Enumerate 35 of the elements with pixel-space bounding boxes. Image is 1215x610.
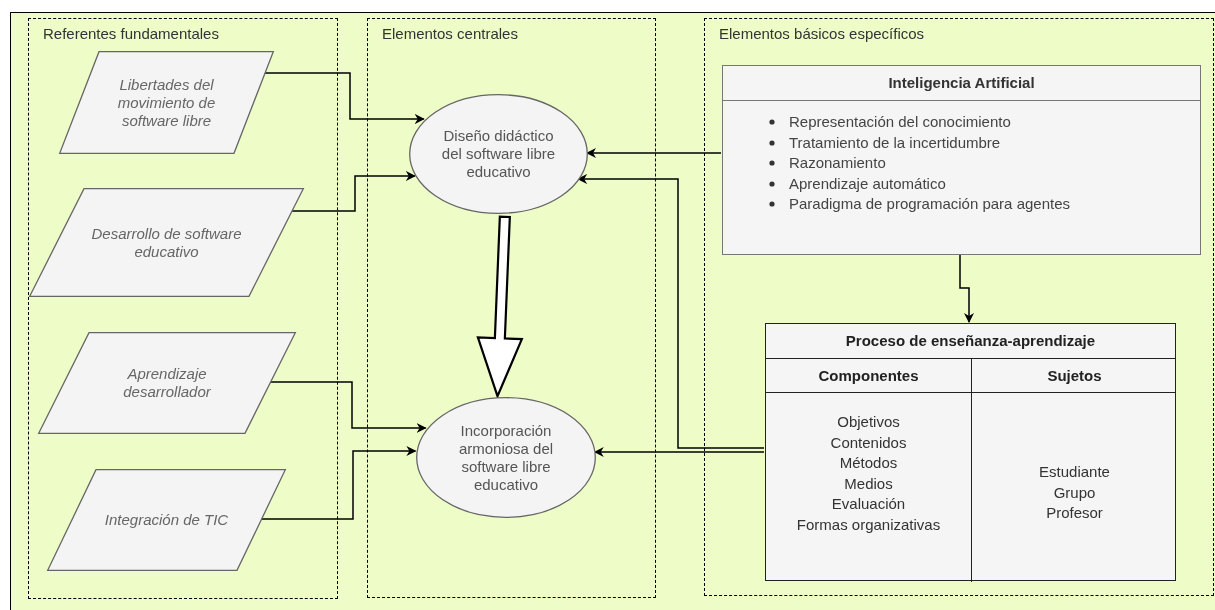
list-card: [722, 65, 1201, 255]
table-title: Proceso de enseñanza-aprendizaje: [766, 324, 1175, 359]
arrow: [959, 253, 974, 323]
dashed-group-frame: [704, 18, 1214, 596]
group-title: Elementos centrales: [382, 25, 518, 42]
bullet-item: Paradigma de programación para agentes: [789, 194, 1070, 214]
table-cell-text: Métodos: [838, 453, 899, 473]
table-frame: [765, 323, 1176, 581]
bullet-item: Aprendizaje automático: [789, 173, 946, 194]
column-header: Componentes: [817, 366, 920, 386]
table-cell-text: Evaluación: [830, 494, 907, 514]
group-title: Elementos básicos específicos: [719, 25, 925, 42]
bullet-item: Tratamiento de la incertidumbre: [789, 132, 1001, 153]
node-label: Desarrollo de software educativo: [90, 224, 243, 261]
node-label: Integración de TIC: [103, 511, 230, 529]
node-label: Libertades del movimiento de software libre: [116, 75, 217, 130]
column-header: Sujetos: [1046, 366, 1103, 386]
dashed-group-frame: [28, 18, 338, 599]
card-header: Inteligencia Artificial: [723, 66, 1200, 101]
table-cell-text: Medios: [843, 473, 894, 494]
block-arrow: [476, 215, 524, 400]
arrow: [586, 148, 722, 158]
table-cell-text: Profesor: [1045, 503, 1104, 523]
node-label: Incorporación armoniosa del software libre educativo: [457, 421, 555, 494]
table-cell-text: Objetivos: [836, 412, 901, 432]
table-cell-text: Contenidos: [829, 432, 908, 453]
dashed-group-frame: [367, 18, 656, 598]
node-label: Diseño didáctico del software libre educativo: [440, 127, 557, 181]
bullet-item: Razonamiento: [789, 153, 886, 173]
bullet-item: Representación del conocimiento: [789, 112, 1011, 132]
table-cell-text: Formas organizativas: [795, 514, 942, 535]
group-title: Referentes fundamentales: [43, 25, 219, 42]
node-label: Aprendizaje desarrollador: [122, 365, 212, 401]
table-cell-text: Grupo: [1052, 482, 1097, 503]
table-cell-text: Estudiante: [1038, 462, 1111, 482]
